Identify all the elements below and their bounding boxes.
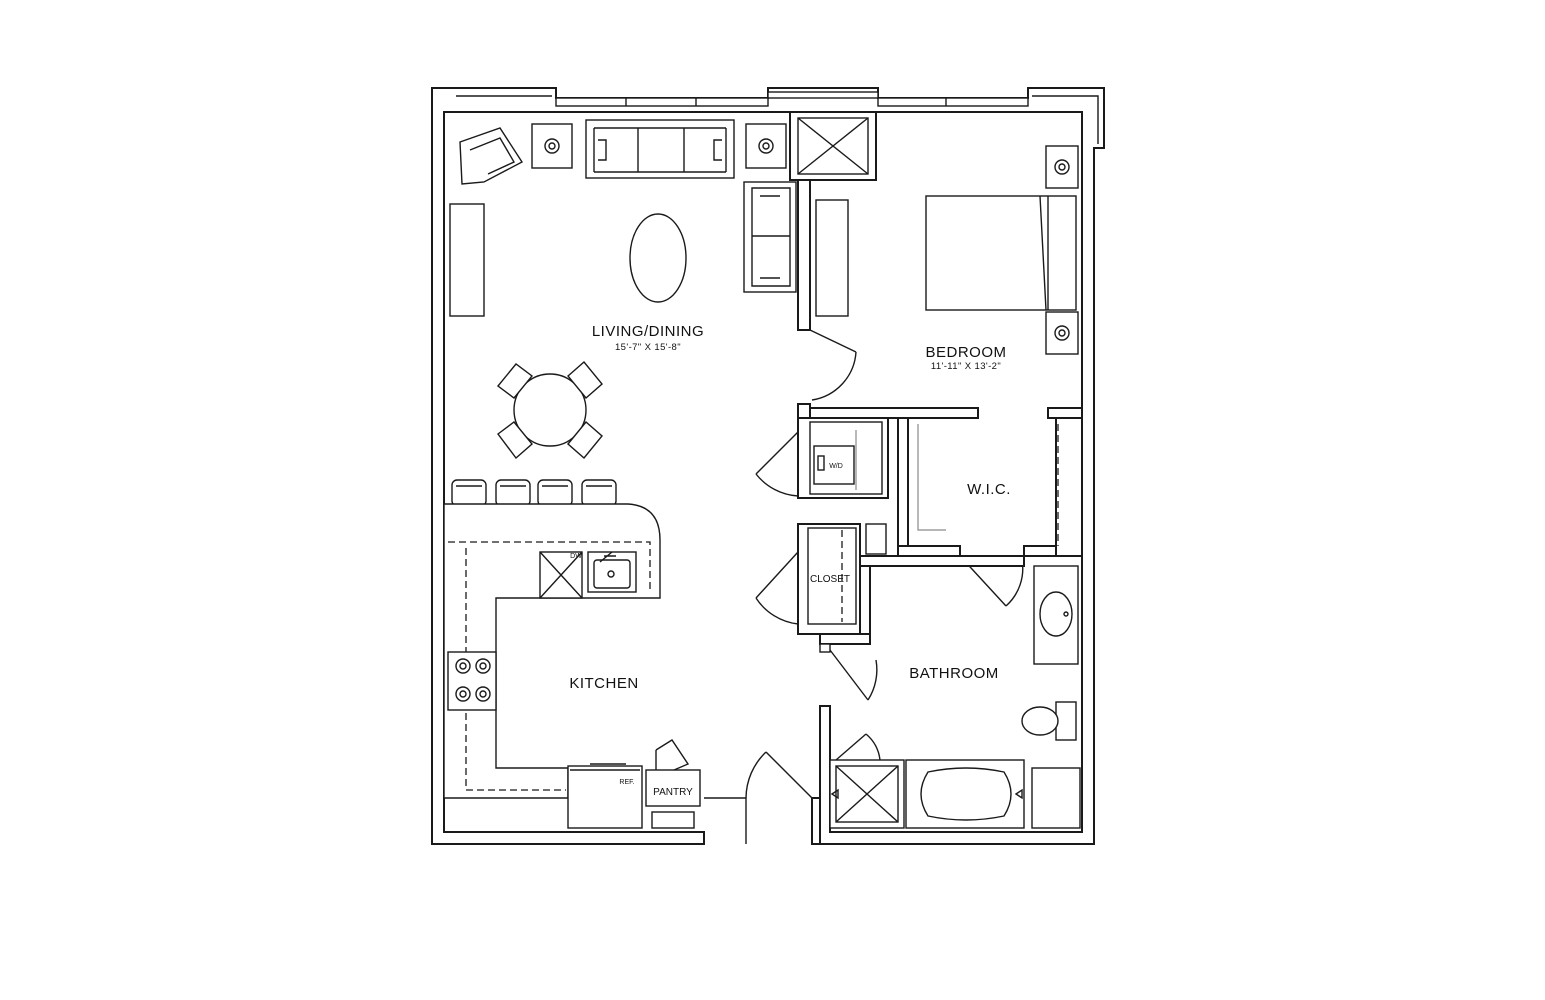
bar-stools bbox=[451, 479, 617, 507]
dining-table bbox=[513, 373, 587, 447]
room-labels: LIVING/DINING 15'-7" X 15'-8" BEDROOM 11… bbox=[569, 323, 1011, 798]
room-label-kitchen: KITCHEN bbox=[569, 675, 638, 692]
bathroom-fixtures bbox=[813, 430, 1081, 829]
appliance-label-dw: DW bbox=[570, 553, 582, 560]
console-table bbox=[449, 203, 485, 317]
linen-cabinet bbox=[1031, 767, 1081, 829]
room-label-closet: CLOSET bbox=[810, 574, 850, 585]
nightstand-bottom bbox=[1045, 311, 1079, 355]
appliance-label-wd: W/D bbox=[829, 463, 843, 470]
sofa bbox=[585, 119, 735, 179]
kitchen-counter bbox=[443, 503, 661, 799]
bathtub bbox=[905, 759, 1025, 829]
room-label-bathroom: BATHROOM bbox=[909, 665, 999, 682]
vanity bbox=[1033, 565, 1079, 665]
room-dims-living: 15'-7" X 15'-8" bbox=[615, 342, 681, 353]
window-left bbox=[555, 97, 769, 107]
dining-chair bbox=[496, 363, 534, 399]
toilet-bowl bbox=[1021, 706, 1059, 736]
room-dims-bedroom: 11'-11" X 13'-2" bbox=[931, 361, 1001, 372]
bedroom-furniture bbox=[815, 145, 1079, 355]
room-label-pantry: PANTRY bbox=[653, 787, 693, 798]
end-table-left bbox=[531, 123, 573, 169]
coffee-table bbox=[629, 213, 687, 303]
window-right bbox=[877, 97, 1029, 107]
pantry bbox=[645, 769, 701, 807]
end-table-right bbox=[745, 123, 787, 169]
washer-dryer bbox=[813, 445, 855, 485]
dining-chair bbox=[567, 360, 603, 400]
nightstand-top bbox=[1045, 145, 1079, 189]
refrigerator bbox=[567, 765, 643, 829]
appliance-label-ref: REF. bbox=[619, 779, 634, 786]
dining-chair bbox=[567, 420, 603, 460]
living-furniture bbox=[449, 119, 797, 507]
room-label-bedroom: BEDROOM bbox=[925, 344, 1006, 361]
room-label-living: LIVING/DINING bbox=[592, 323, 704, 340]
dining-chair bbox=[497, 421, 533, 460]
dresser bbox=[815, 199, 849, 317]
kitchen-fixtures bbox=[443, 503, 701, 829]
toilet-tank bbox=[1055, 701, 1077, 741]
armchair bbox=[459, 127, 524, 185]
room-label-wic: W.I.C. bbox=[967, 481, 1011, 498]
kitchen-sink bbox=[587, 551, 637, 593]
bed bbox=[925, 195, 1077, 311]
bathroom-sink bbox=[1039, 591, 1073, 637]
range bbox=[447, 651, 497, 711]
